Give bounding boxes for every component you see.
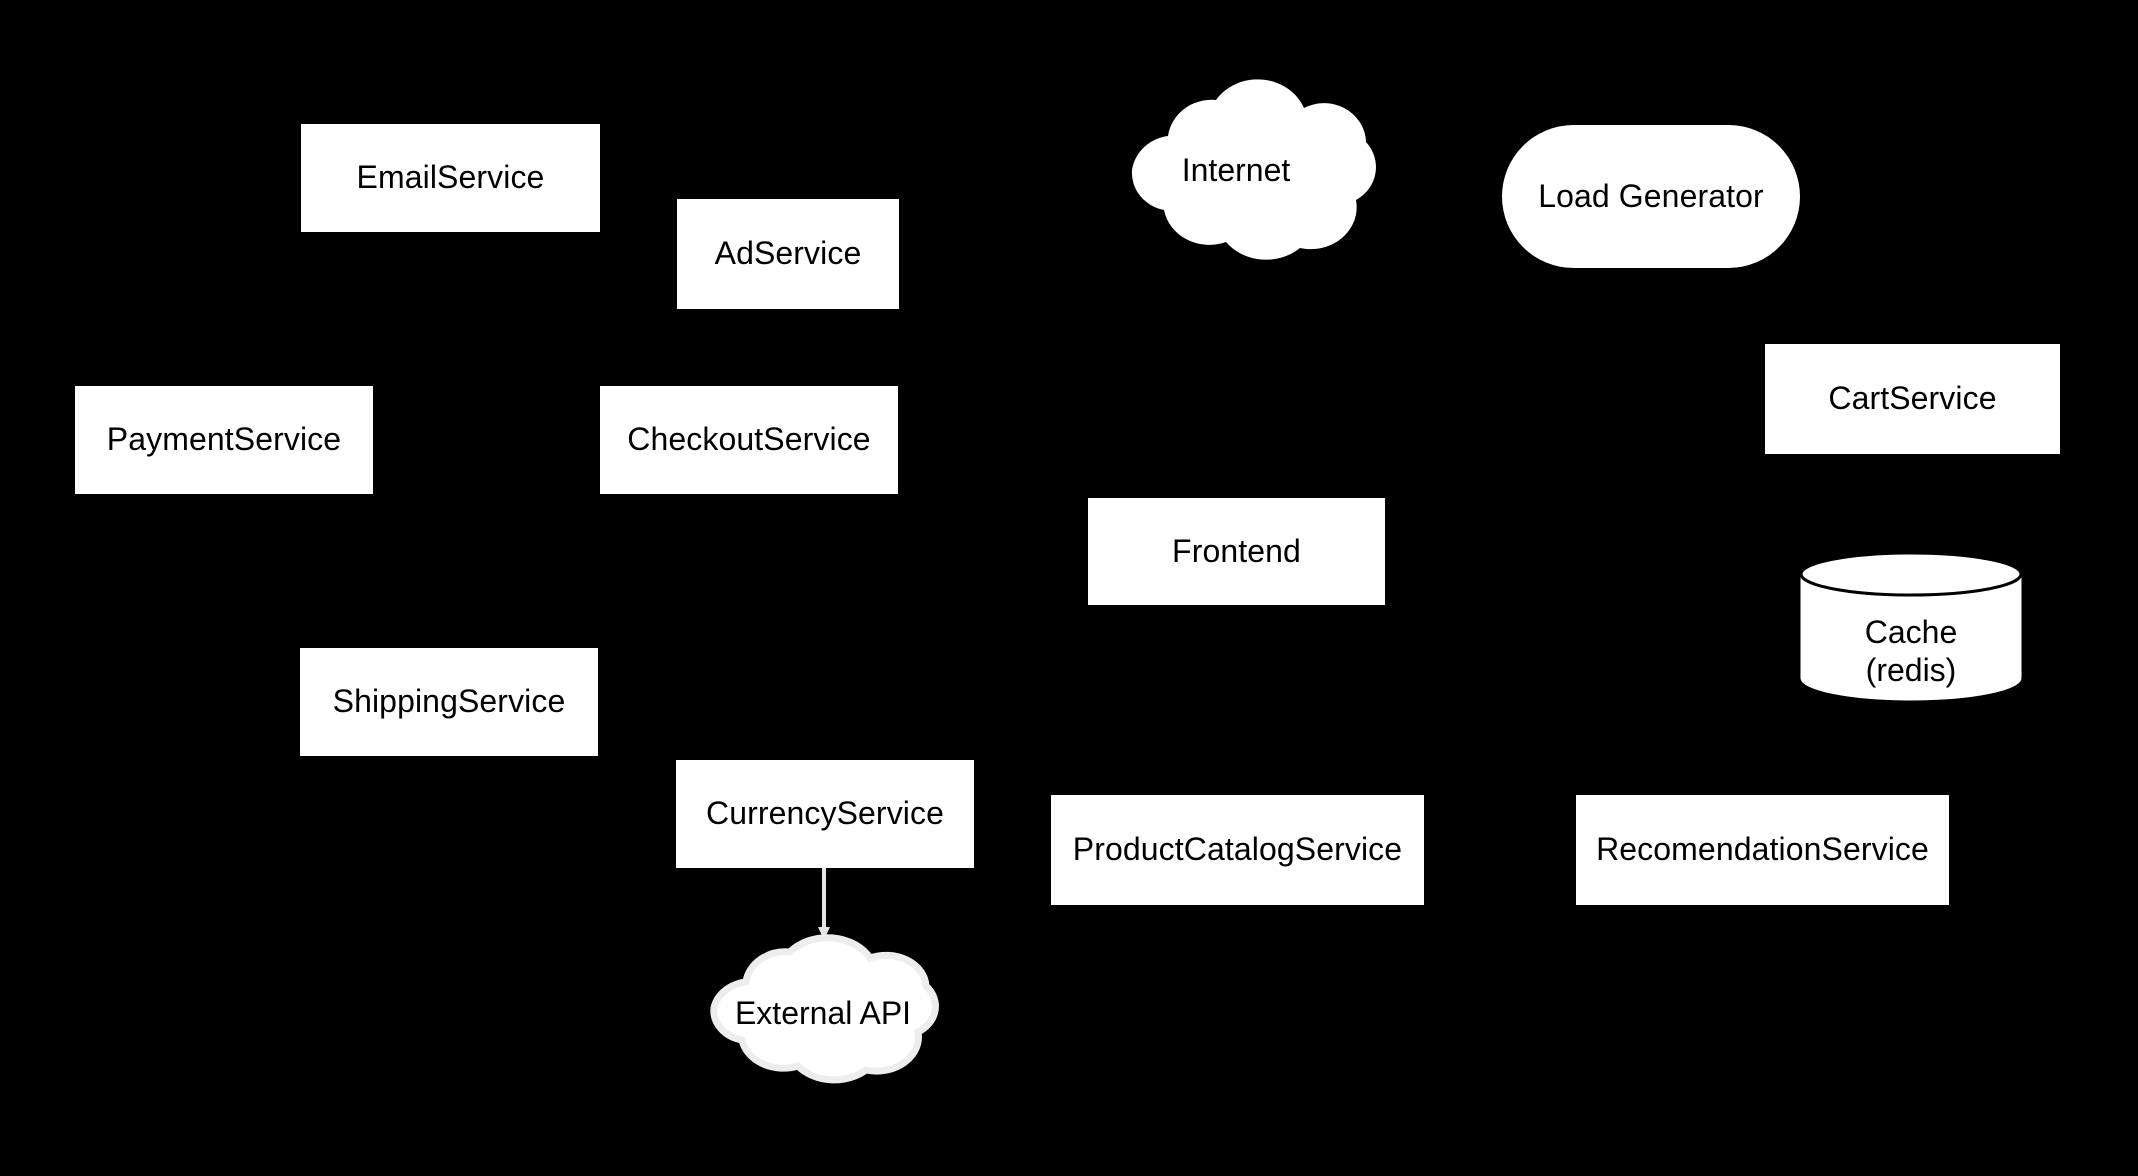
node-frontend[interactable]: Frontend	[1088, 498, 1385, 605]
node-label: PaymentService	[106, 421, 342, 458]
node-label: Frontend	[1172, 532, 1301, 569]
node-label: CurrencyService	[705, 795, 944, 832]
cloud-shape-externalapi	[710, 934, 939, 1084]
node-label: EmailService	[356, 159, 545, 196]
node-loadgenerator[interactable]: Load Generator	[1502, 125, 1800, 268]
node-emailservice[interactable]: EmailService	[301, 124, 600, 232]
node-internet[interactable]: Internet	[1088, 78, 1384, 264]
node-currencyservice[interactable]: CurrencyService	[676, 760, 974, 868]
node-label: CheckoutService	[627, 421, 871, 458]
node-label: ShippingService	[332, 683, 566, 720]
node-cartservice[interactable]: CartService	[1765, 344, 2060, 454]
node-shippingservice[interactable]: ShippingService	[300, 648, 598, 756]
node-label: Load Generator	[1538, 177, 1764, 214]
cylinder-shape-cache	[1799, 551, 2023, 701]
cloud-shape-internet	[1131, 79, 1376, 260]
node-productcatalogservice[interactable]: ProductCatalogService	[1051, 795, 1424, 905]
node-paymentservice[interactable]: PaymentService	[75, 386, 373, 494]
node-cache[interactable]: Cache (redis)	[1799, 551, 2023, 701]
node-label: ProductCatalogService	[1072, 831, 1403, 868]
node-label: AdService	[714, 235, 862, 272]
node-checkoutservice[interactable]: CheckoutService	[600, 386, 898, 494]
node-recomendationservice[interactable]: RecomendationService	[1576, 795, 1949, 905]
node-externalapi[interactable]: External API	[672, 934, 974, 1090]
node-label: CartService	[1828, 380, 1997, 417]
node-label: RecomendationService	[1596, 831, 1929, 868]
node-adservice[interactable]: AdService	[677, 199, 899, 309]
